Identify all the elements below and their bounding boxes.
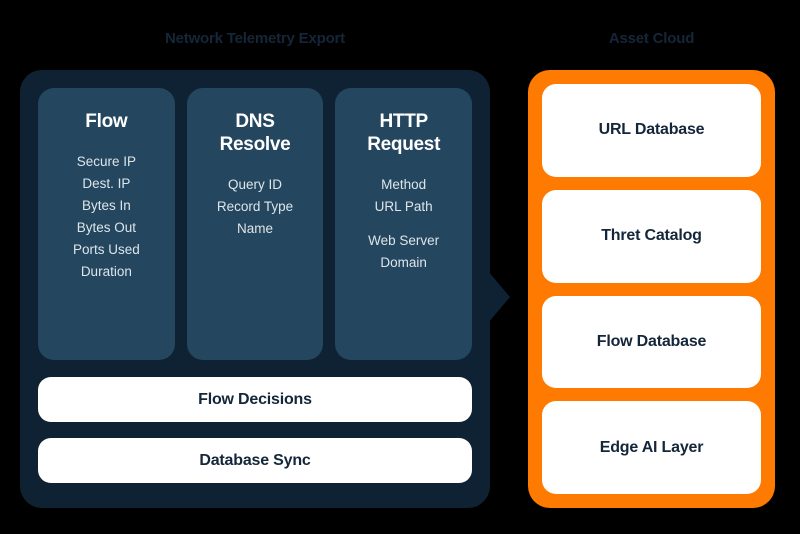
telemetry-card-title-line: Resolve (219, 134, 291, 155)
asset-card-flow-database[interactable]: Flow Database (542, 295, 761, 389)
asset-card-thret-catalog[interactable]: Thret Catalog (542, 189, 761, 283)
telemetry-card-field-list: Secure IP Dest. IP Bytes In Bytes Out Po… (44, 151, 169, 283)
telemetry-field: Domain (380, 255, 427, 270)
asset-cloud-panel: URL Database Thret Catalog Flow Database… (528, 70, 775, 508)
telemetry-card-title-line: HTTP (379, 111, 428, 132)
telemetry-field: Name (237, 221, 274, 236)
telemetry-card-flow[interactable]: Flow Secure IP Dest. IP Bytes In Bytes O… (38, 88, 175, 360)
telemetry-card-title-line: Request (367, 134, 441, 155)
telemetry-field: Dest. IP (82, 176, 131, 191)
telemetry-field: Duration (80, 264, 132, 279)
left-panel-title: Network Telemetry Export (165, 30, 345, 47)
right-panel-title: Asset Cloud (608, 30, 695, 47)
telemetry-card-row: Flow Secure IP Dest. IP Bytes In Bytes O… (38, 88, 473, 360)
arrow-right-icon (488, 271, 510, 323)
telemetry-field: Query ID (228, 177, 283, 192)
telemetry-field: Record Type (216, 199, 294, 214)
telemetry-card-title: DNS Resolve (193, 110, 318, 156)
telemetry-card-title-line: Flow (85, 111, 128, 132)
telemetry-field: Ports Used (72, 242, 140, 257)
telemetry-card-dns-resolve[interactable]: DNS Resolve Query ID Record Type Name (186, 88, 324, 360)
telemetry-card-title-line: DNS (235, 111, 275, 132)
telemetry-field: Bytes In (81, 198, 131, 213)
asset-card-url-database[interactable]: URL Database (542, 84, 761, 177)
telemetry-field: Secure IP (76, 154, 136, 169)
telemetry-field: Method (381, 177, 427, 192)
telemetry-field: URL Path (374, 199, 433, 214)
bar-database-sync[interactable]: Database Sync (38, 438, 472, 483)
telemetry-field: Bytes Out (76, 220, 136, 235)
telemetry-card-field-list: Method URL Path Web Server Domain (341, 174, 466, 274)
asset-card-edge-ai-layer[interactable]: Edge AI Layer (542, 401, 761, 494)
bar-flow-decisions[interactable]: Flow Decisions (38, 377, 472, 422)
telemetry-field: Web Server (368, 233, 440, 248)
telemetry-card-title: Flow (44, 110, 169, 133)
telemetry-card-title: HTTP Request (341, 110, 466, 156)
telemetry-card-field-list: Query ID Record Type Name (193, 174, 318, 240)
telemetry-card-http-request[interactable]: HTTP Request Method URL Path Web Server … (335, 88, 473, 360)
